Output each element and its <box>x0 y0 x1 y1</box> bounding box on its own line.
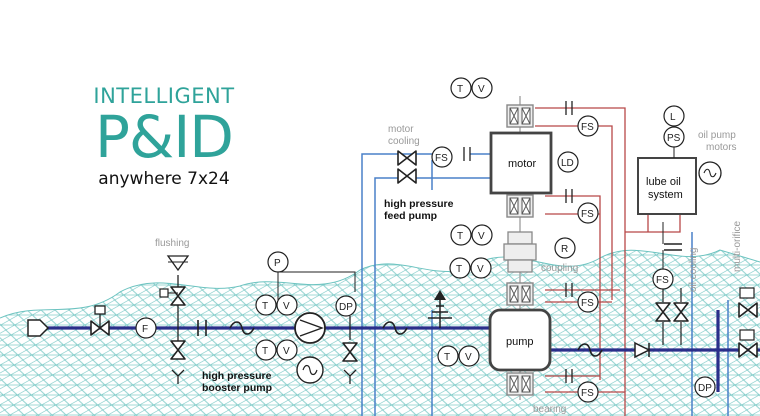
inst-v-motor-top[interactable]: V <box>471 77 493 99</box>
bearing-motor-bottom <box>506 194 534 218</box>
inst-v-motor-bottom[interactable]: V <box>471 224 493 246</box>
inst-t-motor-top[interactable]: T <box>450 77 472 99</box>
inst-t-booster-top[interactable]: T <box>255 294 277 316</box>
motor-label: motor <box>508 158 536 170</box>
svg-text:DP: DP <box>698 383 712 394</box>
svg-text:T: T <box>262 346 268 357</box>
label-hp-booster-2: booster pump <box>202 382 272 394</box>
inst-v-pump-top[interactable]: V <box>470 257 492 279</box>
svg-text:V: V <box>283 346 290 357</box>
svg-text:V: V <box>478 84 485 95</box>
bearing-pump-top <box>506 282 534 306</box>
inst-dp-right[interactable]: DP <box>694 376 716 398</box>
motor-box[interactable]: motor <box>489 131 553 195</box>
inst-t-motor-bottom[interactable]: T <box>450 224 472 246</box>
lube-label-2: system <box>648 189 683 201</box>
pump-label: pump <box>506 336 534 348</box>
pump-box[interactable]: pump <box>488 308 552 372</box>
bearing-motor-top <box>506 104 534 128</box>
inst-dp[interactable]: DP <box>335 295 357 317</box>
bearing-pump-bottom <box>506 372 534 396</box>
svg-text:T: T <box>457 231 463 242</box>
oil-pump-motor-symbol <box>698 161 722 185</box>
inst-fs-oil[interactable]: FS <box>652 268 674 290</box>
line-symbols <box>463 101 573 383</box>
inst-ld[interactable]: LD <box>557 151 579 173</box>
label-bearing: bearing <box>533 404 566 415</box>
brand-line-2: P&ID <box>95 103 234 171</box>
label-hp-feed-2: feed pump <box>384 210 437 222</box>
svg-text:T: T <box>456 264 462 275</box>
inst-t-pump-bottom[interactable]: T <box>437 345 459 367</box>
svg-text:L: L <box>670 112 676 123</box>
inst-f[interactable]: F <box>135 317 157 339</box>
inst-v-pump-bottom[interactable]: V <box>458 345 480 367</box>
flushing-branch <box>159 255 190 384</box>
inlet-valve[interactable] <box>90 305 110 336</box>
booster-motor-symbol <box>296 356 324 384</box>
motor-cooling-valve-1[interactable] <box>397 150 417 166</box>
svg-text:LD: LD <box>561 158 574 169</box>
brand-logo: INTELLIGENT P&ID anywhere 7x24 <box>84 84 244 190</box>
label-multi-orifice: multi-orifice <box>732 220 743 272</box>
motor-cooling-valve-2[interactable] <box>397 168 417 184</box>
svg-text:DP: DP <box>339 302 353 313</box>
label-oil-cooling: oil cooling <box>688 248 699 292</box>
inst-v-booster-bottom[interactable]: V <box>276 339 298 361</box>
svg-text:FS: FS <box>435 153 448 164</box>
svg-text:PS: PS <box>667 133 681 144</box>
inst-l[interactable]: L <box>663 105 685 127</box>
inst-ps[interactable]: PS <box>663 126 685 148</box>
inst-v-booster-top[interactable]: V <box>276 294 298 316</box>
relief-valve[interactable] <box>428 290 452 328</box>
brand-line-1: INTELLIGENT <box>93 84 235 108</box>
svg-text:FS: FS <box>656 275 669 286</box>
inst-t-pump-top[interactable]: T <box>449 257 471 279</box>
label-oil-pump-motors-2: motors <box>706 142 737 153</box>
svg-text:FS: FS <box>581 388 594 399</box>
booster-pump[interactable] <box>294 312 326 344</box>
label-hp-feed-1: high pressure <box>384 198 454 210</box>
inlet-nozzle <box>27 319 50 337</box>
svg-text:FS: FS <box>581 298 594 309</box>
svg-text:F: F <box>142 324 148 335</box>
process-line <box>46 310 760 392</box>
svg-text:T: T <box>444 352 450 363</box>
inst-fs-4[interactable]: FS <box>577 381 599 403</box>
inst-fs-3[interactable]: FS <box>577 291 599 313</box>
svg-text:V: V <box>283 301 290 312</box>
brand-line-3: anywhere 7x24 <box>98 169 230 189</box>
sensing-line <box>278 271 356 292</box>
drain-valve[interactable] <box>342 316 358 384</box>
inst-fs-1[interactable]: FS <box>577 115 599 137</box>
svg-text:P: P <box>274 258 281 269</box>
inst-r[interactable]: R <box>554 237 576 259</box>
label-hp-booster-1: high pressure <box>202 370 272 382</box>
label-motor-cooling-2: cooling <box>388 136 420 147</box>
label-motor-cooling-1: motor <box>388 124 414 135</box>
inst-p[interactable]: P <box>267 251 289 273</box>
svg-text:FS: FS <box>581 122 594 133</box>
svg-text:T: T <box>262 301 268 312</box>
inst-fs-2[interactable]: FS <box>577 202 599 224</box>
svg-text:V: V <box>477 264 484 275</box>
svg-text:R: R <box>561 244 568 255</box>
terrain-mesh <box>0 250 760 416</box>
svg-text:FS: FS <box>581 209 594 220</box>
inst-t-booster-bottom[interactable]: T <box>255 339 277 361</box>
svg-text:V: V <box>465 352 472 363</box>
svg-text:T: T <box>457 84 463 95</box>
lube-label-1: lube oil <box>646 176 681 188</box>
svg-text:V: V <box>478 231 485 242</box>
coupling-symbol <box>503 231 537 273</box>
label-flushing: flushing <box>155 238 189 249</box>
lube-oil-system[interactable]: lube oil system <box>637 157 697 215</box>
check-valve[interactable] <box>634 341 651 359</box>
instruments: T V FS FS LD FS T V R T V FS T V FS L PS… <box>135 77 716 403</box>
label-coupling: coupling <box>541 263 578 274</box>
inst-fs-motor-cooling[interactable]: FS <box>431 146 453 168</box>
label-oil-pump-motors-1: oil pump <box>698 130 736 141</box>
